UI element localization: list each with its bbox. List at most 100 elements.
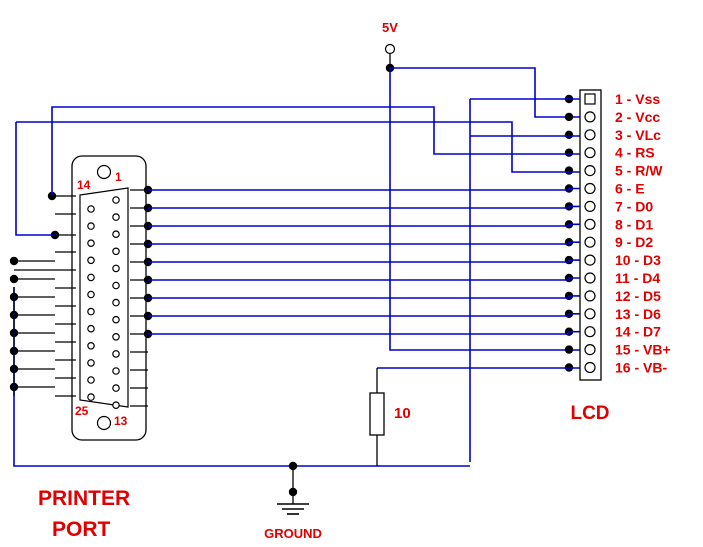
lcd-pin-9	[584, 236, 596, 248]
lcd-pin-13	[584, 308, 596, 320]
wire-rw	[16, 121, 580, 173]
lcd-pin-2	[584, 111, 596, 123]
lcd-pin-label: 5 - R/W	[615, 163, 663, 179]
lcd-pin-11	[584, 272, 596, 284]
db25-pin-top-row	[112, 196, 120, 204]
data-wire-5	[148, 277, 580, 281]
db25-pin-top-row	[112, 281, 120, 290]
lcd-pin-15	[584, 344, 596, 356]
db25-pin-bottom-row	[87, 290, 95, 299]
ground-node	[288, 487, 298, 497]
db25-pin-bottom-row	[87, 222, 95, 230]
lcd-pin-8	[584, 218, 596, 230]
lcd-pin-label: 7 - D0	[615, 198, 653, 214]
supply-terminal	[384, 43, 396, 55]
printer-port-title-line2: PORT	[52, 518, 111, 541]
db25-pin-bottom-row	[87, 239, 95, 248]
data-wire-4	[148, 259, 580, 263]
lcd-junction-15	[564, 345, 574, 354]
lcd-pin-label: 16 - VB-	[615, 360, 667, 376]
db25-pin-top-row	[112, 401, 120, 410]
db25-pin-bottom-row	[87, 307, 95, 316]
db25-pin-top-row	[112, 315, 120, 324]
lcd-pin-label: 10 - D3	[615, 252, 661, 268]
db25-pin13-label: 13	[114, 414, 128, 428]
db25-pin-top-row	[112, 298, 120, 307]
data-wire-2	[148, 223, 580, 227]
data-wire-3	[148, 241, 580, 245]
db25-mount-hole-top	[96, 164, 112, 180]
db25-pin-bottom-row	[87, 393, 95, 401]
db25-pin-top-row	[112, 350, 120, 358]
db25-pin-top-row	[112, 384, 120, 392]
resistor-label: 10	[394, 405, 411, 422]
ground-pin-junction	[9, 256, 19, 266]
supply-label: 5V	[382, 20, 398, 35]
lcd-pin-label: 1 - Vss	[615, 91, 660, 107]
lcd-connector-body	[579, 89, 602, 381]
lcd-pin-label: 11 - D4	[615, 270, 660, 286]
db25-pin-top-row	[112, 247, 120, 256]
db25-pin-bottom-row	[87, 205, 95, 213]
data-bus-wires	[148, 187, 580, 335]
printer-port-title-line1: PRINTER	[38, 487, 130, 510]
lcd-pin-label: 8 - D1	[615, 216, 653, 232]
db25-pin-bottom-row	[87, 359, 95, 367]
lcd-pin-label: 6 - E	[615, 181, 645, 197]
lcd-pin-7	[584, 200, 596, 212]
lcd-pin-12	[584, 290, 596, 302]
resistor-body	[369, 392, 385, 436]
lcd-pin-5	[584, 165, 596, 177]
db25-mount-hole-bottom	[96, 415, 112, 431]
data-wire-1	[148, 205, 580, 209]
lcd-pin-label: 13 - D6	[615, 306, 661, 322]
db25-pin-top-row	[112, 230, 120, 239]
lcd-pin-10	[584, 254, 596, 266]
lcd-junction-4	[564, 148, 574, 157]
db25-pin-top-row	[112, 332, 120, 341]
lcd-pin-label: 15 - VB+	[615, 342, 671, 358]
data-wire-8	[148, 330, 580, 335]
db25-pin25-label: 25	[75, 404, 89, 418]
vcc-wire	[390, 67, 580, 118]
lcd-pin-labels: 1 - Vss 2 - Vcc 3 - VLc 4 - RS 5 - R/W 6 - E7…	[615, 91, 671, 376]
lcd-pin-label: 14 - D7	[615, 324, 661, 340]
data-wire-6	[148, 295, 580, 299]
db25-pin1-label: 1	[115, 170, 122, 184]
data-wire-7	[148, 312, 580, 317]
lcd-pin-1-square	[584, 93, 596, 105]
lcd-junction-5	[564, 166, 574, 175]
db25-pin-top-row	[112, 367, 120, 375]
db25-pin-bottom-row	[87, 273, 95, 282]
db25-pin-bottom-row	[87, 256, 95, 265]
ground-label: GROUND	[264, 526, 322, 541]
lcd-pin-14	[584, 326, 596, 338]
lcd-pin-label: 4 - RS	[615, 145, 655, 161]
lcd-pin-16	[584, 361, 596, 374]
lcd-pin-label: 12 - D5	[615, 288, 661, 304]
lcd-pin-label: 9 - D2	[615, 234, 653, 250]
db25-left-leads	[9, 191, 76, 397]
db25-pin-bottom-row	[87, 324, 95, 333]
db25-pin-bottom-row	[87, 376, 95, 384]
wire-rs	[51, 106, 580, 196]
ground-pin-junction	[9, 274, 19, 284]
lcd-pin-label: 2 - Vcc	[615, 109, 660, 125]
lcd-pin-label: 3 - VLc	[615, 127, 661, 143]
wire-ctrl-outer	[15, 122, 55, 236]
lcd-pin-4	[584, 147, 596, 159]
data-wire-0	[148, 187, 580, 191]
lcd-pin-3	[584, 129, 596, 141]
db25-trapezoid	[79, 187, 129, 408]
lcd-pin-6	[584, 182, 596, 195]
db25-pin-top-row	[112, 264, 120, 273]
db25-pin-bottom-row	[87, 341, 95, 350]
lcd-junction-3	[564, 130, 574, 139]
lcd-title: LCD	[570, 403, 609, 424]
db25-pin14-label: 14	[77, 178, 91, 192]
lcd-junction-2	[564, 112, 574, 122]
vb-plus-wire	[389, 68, 580, 351]
db25-pin-top-row	[112, 213, 120, 221]
